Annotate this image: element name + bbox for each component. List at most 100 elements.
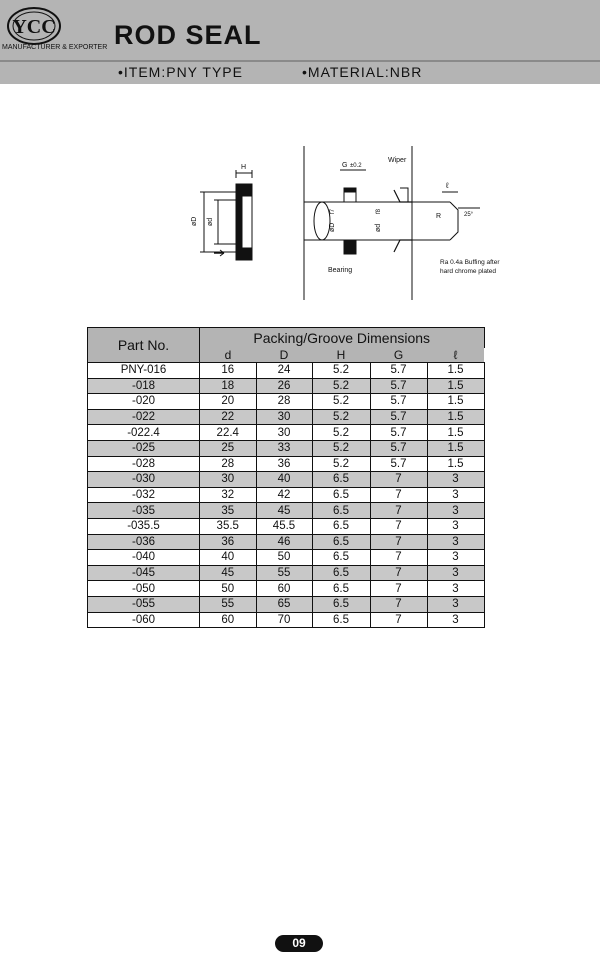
dimension-cell: 32 [199, 487, 257, 504]
part-number-cell: -020 [87, 393, 200, 410]
label-angle: 25° [464, 212, 474, 218]
dimension-cell: 5.2 [311, 409, 371, 426]
dimension-cell: 7 [369, 518, 428, 535]
dimension-cell: 65 [255, 596, 313, 613]
col-header-d: d [199, 348, 256, 363]
dimension-cell: 1.5 [426, 393, 485, 410]
dimension-cell: 1.5 [426, 409, 485, 426]
dimension-cell: 5.7 [369, 424, 428, 441]
col-header-D: D [256, 348, 312, 363]
part-number-cell: -040 [87, 549, 200, 566]
dimension-cell: 35 [199, 502, 257, 519]
part-number-cell: -035 [87, 502, 200, 519]
part-number-cell: PNY-016 [87, 362, 200, 379]
tagline: MANUFACTURER & EXPORTER [2, 44, 108, 51]
label-H-left: H [241, 164, 246, 171]
technical-drawing: H øD ød G ±0.2 Wiper Bearing øD f7 ød f8… [191, 146, 500, 300]
dimension-cell: 55 [199, 596, 257, 613]
part-number-cell: -028 [87, 456, 200, 473]
dimension-cell: 3 [426, 502, 485, 519]
dimension-cell: 50 [199, 580, 257, 597]
dimension-cell: 45.5 [255, 518, 313, 535]
label-R: R [436, 213, 441, 220]
dimension-cell: 6.5 [311, 565, 371, 582]
dimension-cell: 5.7 [369, 362, 428, 379]
dimension-cell: 42 [255, 487, 313, 504]
col-header-G: G [370, 348, 427, 363]
dimension-cell: 28 [255, 393, 313, 410]
dimension-cell: 5.2 [311, 440, 371, 457]
dimension-cell: 36 [255, 456, 313, 473]
dimension-cell: 22 [199, 409, 257, 426]
installation-drawing [303, 146, 480, 300]
part-number-cell: -022.4 [87, 424, 200, 441]
part-number-cell: -030 [87, 471, 200, 488]
col-header-H: H [312, 348, 370, 363]
dimension-cell: 3 [426, 487, 485, 504]
ycc-logo: YCC [7, 7, 61, 45]
part-number-cell: -035.5 [87, 518, 200, 535]
dimension-cell: 26 [255, 378, 313, 395]
dimension-cell: 7 [369, 596, 428, 613]
dimension-cell: 7 [369, 534, 428, 551]
dimension-cell: 6.5 [311, 549, 371, 566]
dimension-cell: 24 [255, 362, 313, 379]
part-number-cell: -018 [87, 378, 200, 395]
dimension-cell: 60 [255, 580, 313, 597]
part-number-cell: -055 [87, 596, 200, 613]
material: •MATERIAL:NBR [302, 64, 423, 80]
dimension-cell: 20 [199, 393, 257, 410]
part-number-cell: -022 [87, 409, 200, 426]
dimension-cell: 5.2 [311, 362, 371, 379]
dimension-cell: 5.7 [369, 456, 428, 473]
dimension-cell: 6.5 [311, 534, 371, 551]
dimension-cell: 6.5 [311, 518, 371, 535]
dimension-cell: 1.5 [426, 378, 485, 395]
dimension-cell: 5.7 [369, 393, 428, 410]
page-number: 09 [275, 935, 323, 952]
dimension-cell: 5.2 [311, 456, 371, 473]
dimension-cell: 55 [255, 565, 313, 582]
dimension-cell: 6.5 [311, 612, 371, 629]
page-header: YCC MANUFACTURER & EXPORTER ROD SEAL •IT… [0, 0, 600, 84]
dimension-cell: 5.7 [369, 440, 428, 457]
dimension-cell: 3 [426, 471, 485, 488]
label-fit-f8: f8 [376, 208, 382, 214]
dimension-cell: 46 [255, 534, 313, 551]
dimension-table: Part No. Packing/Groove Dimensions d D H… [87, 327, 485, 629]
dimension-cell: 3 [426, 534, 485, 551]
dimension-cell: 3 [426, 565, 485, 582]
dimension-cell: 33 [255, 440, 313, 457]
dimension-cell: 22.4 [199, 424, 257, 441]
dimension-cell: 3 [426, 612, 485, 629]
dimension-cell: 6.5 [311, 596, 371, 613]
dimension-cell: 3 [426, 549, 485, 566]
dimension-cell: 1.5 [426, 456, 485, 473]
part-no-header: Part No. [87, 327, 200, 363]
dimension-cell: 5.2 [311, 393, 371, 410]
dimension-cell: 5.7 [369, 378, 428, 395]
col-header-l: ℓ [427, 348, 484, 363]
dimension-cell: 5.7 [369, 409, 428, 426]
dimension-cell: 7 [369, 580, 428, 597]
dimension-cell: 1.5 [426, 362, 485, 379]
dimension-cell: 50 [255, 549, 313, 566]
dimension-cell: 6.5 [311, 487, 371, 504]
dimension-cell: 18 [199, 378, 257, 395]
label-l: ℓ [445, 181, 449, 190]
